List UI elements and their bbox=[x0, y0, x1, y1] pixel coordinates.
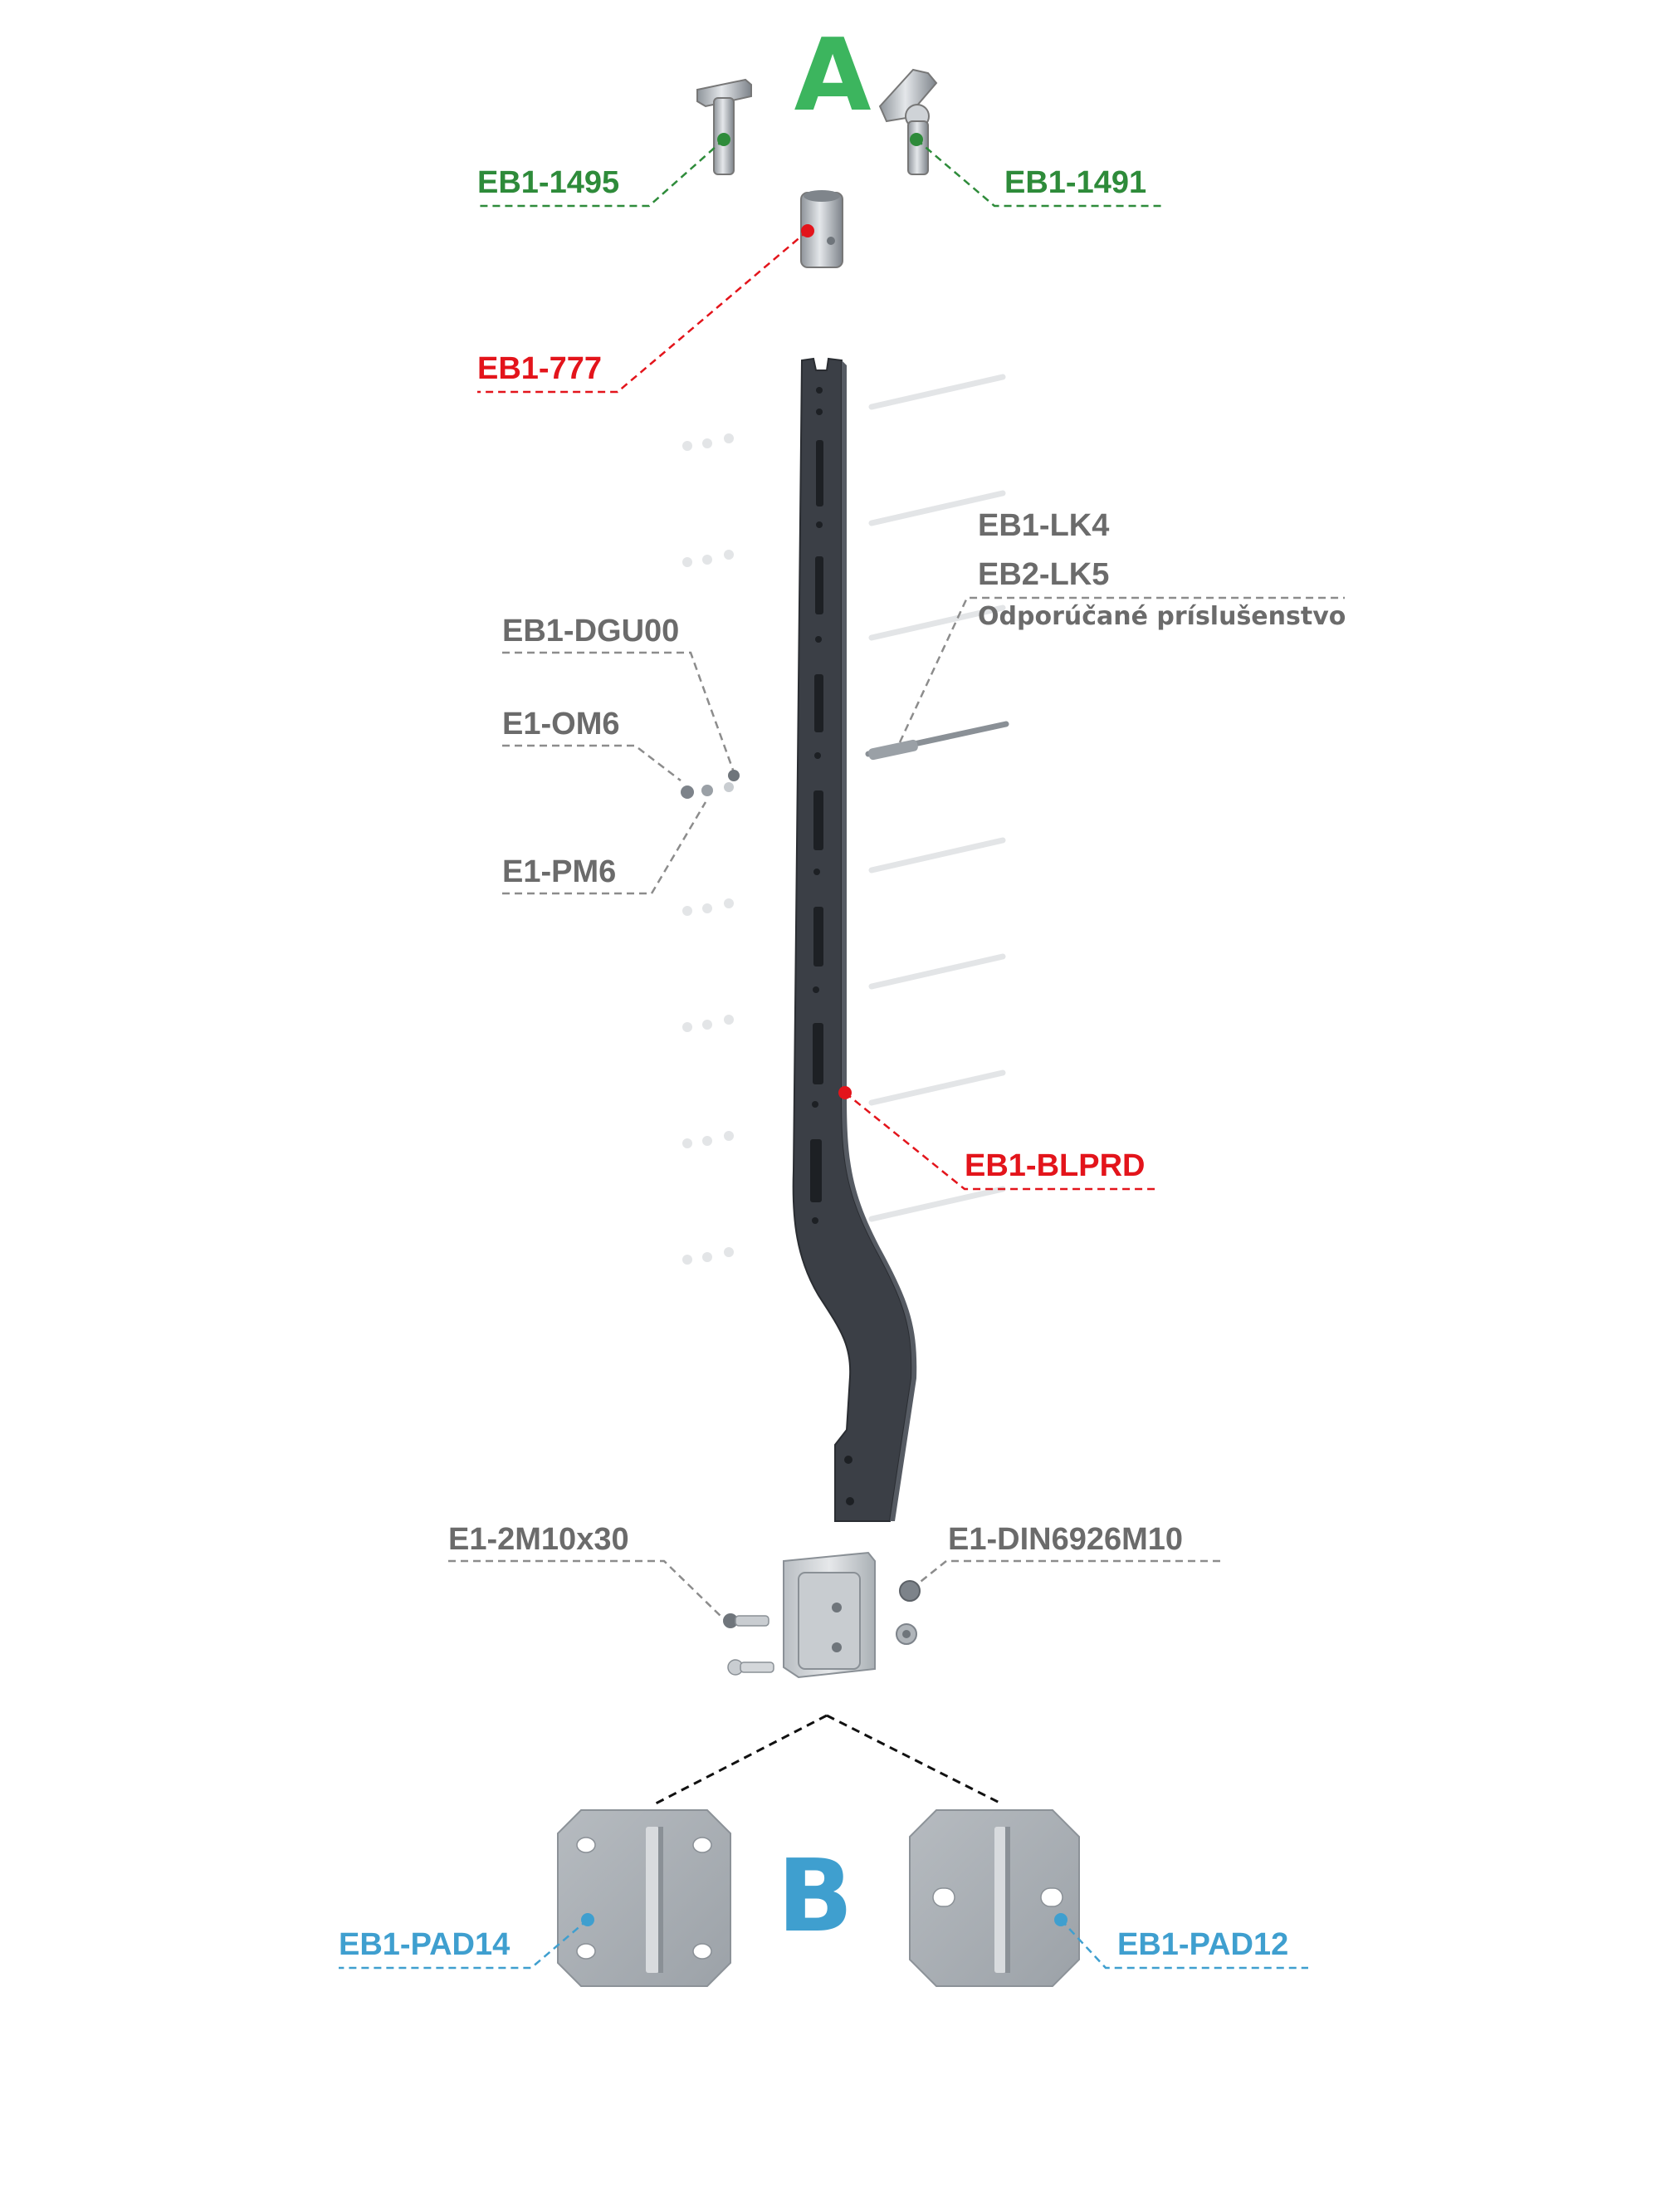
e1-pm6-label[interactable]: E1-PM6 bbox=[502, 854, 616, 889]
group-b-letter: B bbox=[777, 1839, 852, 1955]
handrail-saddle-icon bbox=[696, 78, 752, 175]
eb1-blprd-leader bbox=[844, 1092, 1155, 1191]
eb1-pad14-leader bbox=[339, 1919, 589, 1970]
eb1-dgu00-leader bbox=[502, 651, 735, 773]
eb1-pad12-label[interactable]: EB1-PAD12 bbox=[1117, 1927, 1288, 1962]
group-a-letter: A bbox=[794, 18, 872, 134]
e1-om6-label[interactable]: E1-OM6 bbox=[502, 707, 619, 741]
eb1-1495-label[interactable]: EB1-1495 bbox=[477, 165, 619, 200]
lk-leader bbox=[898, 596, 1345, 743]
eb1-1491-label[interactable]: EB1-1491 bbox=[1004, 165, 1146, 200]
eb1-dgu00-label[interactable]: EB1-DGU00 bbox=[502, 614, 679, 648]
eb1-777-leader bbox=[477, 230, 809, 394]
eb1-777-label[interactable]: EB1-777 bbox=[477, 351, 602, 386]
eb1-1495-leader bbox=[477, 139, 725, 208]
nut-groups-faint bbox=[682, 433, 734, 1265]
eb1-lk4-label[interactable]: EB1-LK4 bbox=[978, 508, 1109, 543]
e1-pm6-leader bbox=[502, 801, 707, 895]
cable-rods-faint bbox=[868, 374, 1006, 1222]
cap-nut-icon bbox=[896, 1580, 921, 1645]
base-plate-icon bbox=[909, 1809, 1080, 1987]
eb1-pad14-label[interactable]: EB1-PAD14 bbox=[339, 1927, 510, 1962]
e1-din6926m10-leader bbox=[912, 1559, 1220, 1588]
options-branch bbox=[655, 1714, 1002, 1805]
nut-icon bbox=[681, 770, 740, 799]
eb1-blprd-label[interactable]: EB1-BLPRD bbox=[965, 1148, 1145, 1183]
recommended-accessories-label: Odporúčané príslušenstvo bbox=[978, 602, 1346, 631]
eb2-lk5-label[interactable]: EB2-LK5 bbox=[978, 557, 1109, 592]
e1-2m10x30-label[interactable]: E1-2M10x30 bbox=[448, 1522, 629, 1557]
base-bracket-icon bbox=[783, 1551, 876, 1679]
e1-din6926m10-label[interactable]: E1-DIN6926M10 bbox=[948, 1522, 1183, 1557]
cable-rod-icon bbox=[865, 721, 1009, 761]
bolt-icon bbox=[723, 1613, 774, 1676]
e1-om6-leader bbox=[502, 744, 681, 781]
base-plate-icon bbox=[557, 1809, 731, 1987]
e1-2m10x30-leader bbox=[448, 1559, 725, 1620]
connector-sleeve-icon bbox=[800, 190, 843, 268]
eb1-1491-leader bbox=[916, 139, 1164, 208]
swivel-saddle-icon bbox=[878, 68, 938, 175]
eb1-pad12-leader bbox=[1060, 1919, 1308, 1970]
baluster-post-icon bbox=[792, 357, 917, 1522]
